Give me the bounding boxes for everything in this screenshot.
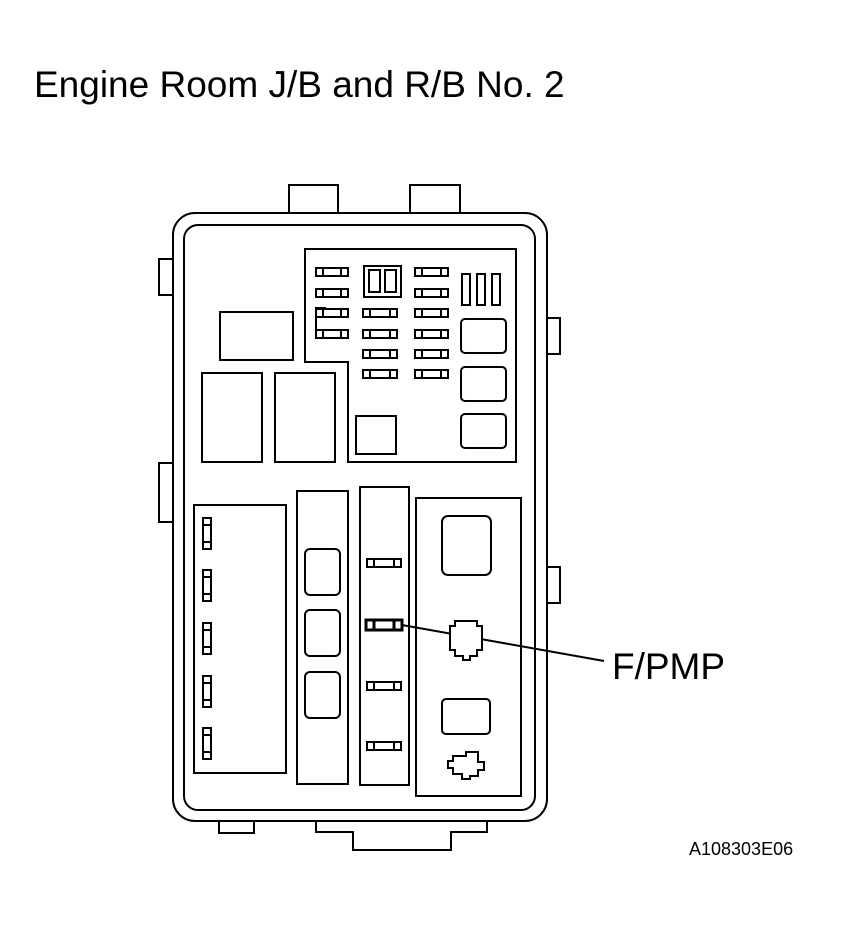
relay-block-left bbox=[202, 373, 262, 462]
relay-block-right bbox=[275, 373, 335, 462]
relay-middle-3 bbox=[305, 672, 340, 718]
dual-fuse-right bbox=[385, 270, 396, 292]
fuse-panel-upper bbox=[305, 249, 516, 462]
mini-fuses-center bbox=[367, 559, 401, 750]
housing-inner bbox=[184, 225, 535, 810]
side-tab-right-lower bbox=[546, 567, 560, 603]
relay-block-small bbox=[220, 312, 293, 360]
callout-fpmp: F/PMP bbox=[612, 646, 726, 687]
vertical-mini-fuses-left bbox=[203, 518, 211, 759]
relay-large bbox=[442, 516, 491, 575]
vertical-fuses bbox=[462, 274, 500, 305]
relay-small-3 bbox=[461, 414, 506, 448]
connector-plug-lower bbox=[448, 752, 484, 779]
bottom-connector bbox=[316, 819, 487, 850]
diagram-title: Engine Room J/B and R/B No. 2 bbox=[34, 64, 565, 105]
relay-column-middle bbox=[297, 491, 348, 784]
relay-middle-1 bbox=[305, 549, 340, 595]
top-tab-right bbox=[410, 185, 460, 214]
figure-id: A108303E06 bbox=[689, 839, 794, 859]
dual-fuse-outer bbox=[364, 266, 401, 297]
relay-square bbox=[356, 416, 396, 454]
mini-fuses-col2 bbox=[363, 309, 397, 378]
relay-middle-2 bbox=[305, 610, 340, 656]
side-tab-right-upper bbox=[546, 318, 560, 354]
fpmp-leader-line bbox=[402, 625, 604, 661]
fuse-column-center bbox=[360, 487, 409, 785]
dual-fuse-left bbox=[369, 270, 380, 292]
relay-small-1 bbox=[461, 319, 506, 353]
connector-plug-upper bbox=[450, 621, 482, 660]
fuse-bracket bbox=[316, 308, 326, 338]
side-tab-left-upper bbox=[159, 259, 174, 295]
relay-small-2 bbox=[461, 367, 506, 401]
relay-panel-right bbox=[416, 498, 521, 796]
mini-fuses-col3 bbox=[415, 268, 448, 378]
side-tab-left-lower bbox=[159, 463, 174, 522]
mini-fuses-col1 bbox=[316, 268, 348, 338]
fuse-strip-left bbox=[194, 505, 286, 773]
top-tab-left bbox=[289, 185, 338, 214]
relay-lower-right bbox=[442, 699, 490, 734]
